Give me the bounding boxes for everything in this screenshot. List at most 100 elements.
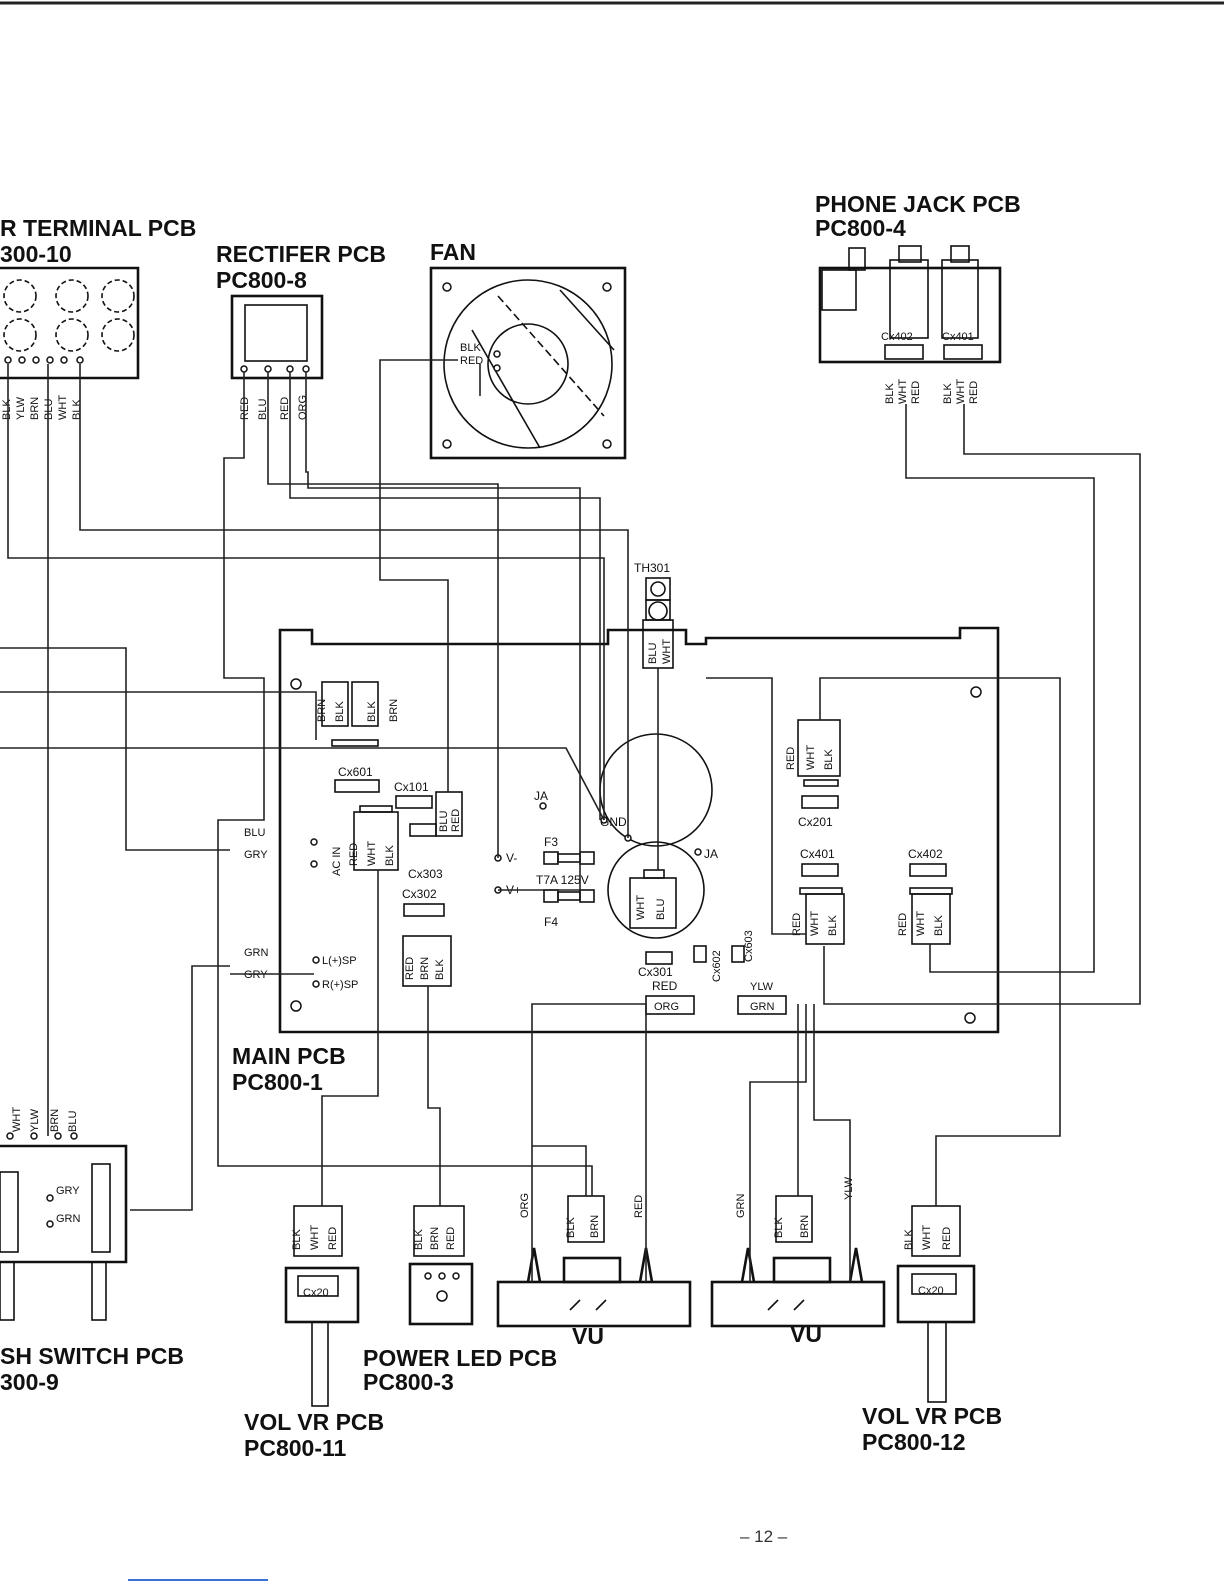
cx101-connector: Cx101 BLU RED <box>394 780 463 837</box>
svg-text:PC800-12: PC800-12 <box>862 1429 966 1455</box>
vol-vr-right-title: VOL VR PCB PC800-12 <box>862 1403 1002 1455</box>
cx303-cx302-connectors: Cx303 Cx302 RED BRN BLK <box>402 823 452 987</box>
fan-unit: BLK RED <box>429 266 627 460</box>
svg-text:BLU: BLU <box>67 1111 79 1132</box>
phone-jack-board: Cx402 Cx401 BLK WHT RED BLK WHT RED <box>818 245 1002 404</box>
svg-text:BLK: BLK <box>823 749 835 770</box>
svg-text:PC800-11: PC800-11 <box>244 1435 347 1461</box>
svg-text:GRY: GRY <box>244 969 268 981</box>
svg-text:AC IN: AC IN <box>331 847 343 876</box>
svg-text:BLU: BLU <box>43 399 55 420</box>
cx402-connector: Cx402 RED WHT BLK <box>897 847 953 945</box>
svg-text:TH301: TH301 <box>634 561 670 575</box>
svg-text:PC800-8: PC800-8 <box>216 267 307 293</box>
svg-text:WHT: WHT <box>915 911 927 936</box>
speaker-output-section: GRN GRY L(+)SP R(+)SP <box>244 947 358 991</box>
svg-text:VOL VR PCB: VOL VR PCB <box>862 1403 1002 1429</box>
svg-text:YLW: YLW <box>29 1108 41 1132</box>
speaker-terminal-board <box>0 266 140 380</box>
svg-text:BRN: BRN <box>388 699 400 722</box>
svg-text:GRN: GRN <box>244 947 269 959</box>
main-cx601-harness: BRN BLK BLK BRN Cx601 <box>316 681 400 793</box>
page-number: – 12 – <box>740 1527 788 1546</box>
svg-text:R(+)SP: R(+)SP <box>322 979 358 991</box>
svg-text:BLK: BLK <box>334 701 346 722</box>
wiring-harness <box>0 359 1141 1282</box>
svg-text:RED: RED <box>404 957 416 980</box>
ac-in-section: BLU GRY AC IN RED WHT BLK <box>244 805 399 876</box>
svg-text:V-: V- <box>506 851 517 865</box>
svg-text:BLK: BLK <box>384 845 396 866</box>
svg-text:Cx20: Cx20 <box>303 1287 329 1299</box>
svg-text:Cx401: Cx401 <box>942 331 974 343</box>
svg-text:BLK: BLK <box>460 342 481 354</box>
svg-text:R TERMINAL PCB: R TERMINAL PCB <box>0 215 196 241</box>
svg-text:RED: RED <box>327 1227 339 1250</box>
svg-text:PC800-1: PC800-1 <box>232 1069 323 1095</box>
svg-text:YLW: YLW <box>15 396 27 420</box>
vol-vr-left-board: BLK WHT RED Cx20 <box>284 1205 360 1407</box>
svg-text:ORG: ORG <box>519 1193 531 1218</box>
svg-text:RED: RED <box>897 913 909 936</box>
svg-text:BLK: BLK <box>884 383 896 404</box>
svg-text:POWER LED PCB: POWER LED PCB <box>363 1345 557 1371</box>
svg-text:BLK: BLK <box>434 959 446 980</box>
svg-text:ORG: ORG <box>297 395 309 420</box>
svg-text:WHT: WHT <box>635 895 647 920</box>
svg-text:BLK: BLK <box>773 1217 785 1238</box>
svg-text:PHONE JACK PCB: PHONE JACK PCB <box>815 191 1021 217</box>
svg-text:BRN: BRN <box>29 397 41 420</box>
fan-title: FAN <box>430 239 476 265</box>
svg-text:YLW: YLW <box>843 1176 855 1200</box>
svg-text:300-9: 300-9 <box>0 1369 59 1395</box>
svg-text:BRN: BRN <box>419 957 431 980</box>
phone-jack-title: PHONE JACK PCB PC800-4 <box>815 191 1021 241</box>
svg-text:GRN: GRN <box>750 1001 775 1013</box>
svg-text:Cx301: Cx301 <box>638 965 673 979</box>
svg-text:BRN: BRN <box>799 1215 811 1238</box>
svg-text:VOL VR PCB: VOL VR PCB <box>244 1409 384 1435</box>
svg-text:RED: RED <box>652 979 678 993</box>
svg-text:BLU: BLU <box>438 811 450 832</box>
svg-text:Cx602: Cx602 <box>711 950 723 982</box>
svg-text:WHT: WHT <box>57 395 69 420</box>
svg-text:BRN: BRN <box>589 1215 601 1238</box>
svg-text:BLU: BLU <box>655 899 667 920</box>
main-pcb-title: MAIN PCB PC800-1 <box>232 1043 346 1095</box>
svg-text:WHT: WHT <box>11 1107 23 1132</box>
svg-text:SH SWITCH PCB: SH SWITCH PCB <box>0 1343 184 1369</box>
vol-vr-right-board: BLK WHT RED Cx20 <box>896 1205 976 1403</box>
svg-text:BLK: BLK <box>903 1229 915 1250</box>
svg-text:GRY: GRY <box>244 849 268 861</box>
svg-text:BLK: BLK <box>1 399 13 420</box>
svg-text:JA: JA <box>534 789 548 803</box>
svg-text:BRN: BRN <box>429 1227 441 1250</box>
push-switch-board: GRY GRN WHT YLW BRN BLU <box>0 1107 128 1321</box>
svg-text:RED: RED <box>239 397 251 420</box>
center-heatsink-connector: WHT BLU <box>629 869 677 929</box>
cx301-cx602-cx603: Cx301 RED ORG Cx602 Cx603 YLW GRN <box>638 930 787 1015</box>
svg-text:PC800-4: PC800-4 <box>815 215 906 241</box>
svg-text:RED: RED <box>450 809 462 832</box>
svg-text:RED: RED <box>445 1227 457 1250</box>
svg-text:ORG: ORG <box>654 1001 679 1013</box>
svg-text:Cx302: Cx302 <box>402 887 437 901</box>
svg-text:RED: RED <box>941 1227 953 1250</box>
push-switch-title: SH SWITCH PCB 300-9 <box>0 1343 184 1395</box>
vu-left-meter: ORG BLK BRN RED <box>496 1193 692 1328</box>
svg-text:F3: F3 <box>544 835 558 849</box>
svg-text:WHT: WHT <box>921 1225 933 1250</box>
svg-text:WHT: WHT <box>809 911 821 936</box>
svg-text:RED: RED <box>910 381 922 404</box>
speaker-terminal-title: R TERMINAL PCB 300-10 <box>0 215 196 267</box>
rectifier-title: RECTIFER PCB PC800-8 <box>216 241 386 293</box>
svg-text:Cx601: Cx601 <box>338 765 373 779</box>
svg-text:RED: RED <box>460 355 483 367</box>
svg-text:BRN: BRN <box>49 1109 61 1132</box>
svg-text:PC800-3: PC800-3 <box>363 1369 454 1395</box>
svg-text:BLU: BLU <box>647 643 659 664</box>
svg-text:Cx402: Cx402 <box>881 331 913 343</box>
cx401-connector: Cx401 RED WHT BLK <box>791 847 845 945</box>
svg-text:BLK: BLK <box>827 915 839 936</box>
